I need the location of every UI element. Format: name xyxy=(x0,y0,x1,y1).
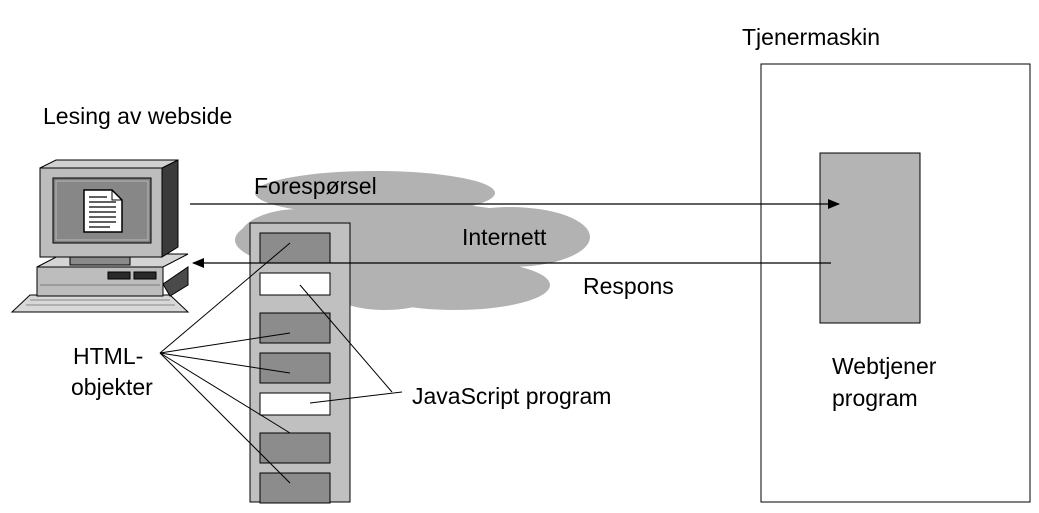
page-objects xyxy=(259,232,331,504)
javascript-connectors xyxy=(299,284,403,404)
javascript-object xyxy=(259,392,331,416)
webserver-label-line2: program xyxy=(832,385,918,411)
document-icon xyxy=(83,189,123,233)
server-title: Tjenermaskin xyxy=(742,24,880,50)
javascript-program-label: JavaScript program xyxy=(412,383,611,409)
client-title: Lesing av webside xyxy=(43,103,232,129)
webserver-program-box xyxy=(819,152,921,324)
internet-label: Internett xyxy=(462,224,547,250)
html-objects-label-line2: objekter xyxy=(71,374,153,400)
html-object xyxy=(259,352,331,384)
html-object xyxy=(259,312,331,344)
html-object xyxy=(259,472,331,504)
html-object xyxy=(259,232,331,264)
html-objects-label-line1: HTML- xyxy=(73,343,143,369)
desktop-computer-icon xyxy=(10,159,190,313)
response-label: Respons xyxy=(583,273,674,299)
request-label: Forespørsel xyxy=(254,173,377,199)
html-object-connectors xyxy=(159,242,291,484)
webserver-label-line1: Webtjener xyxy=(832,353,937,379)
javascript-object xyxy=(259,272,331,296)
html-object xyxy=(259,432,331,464)
